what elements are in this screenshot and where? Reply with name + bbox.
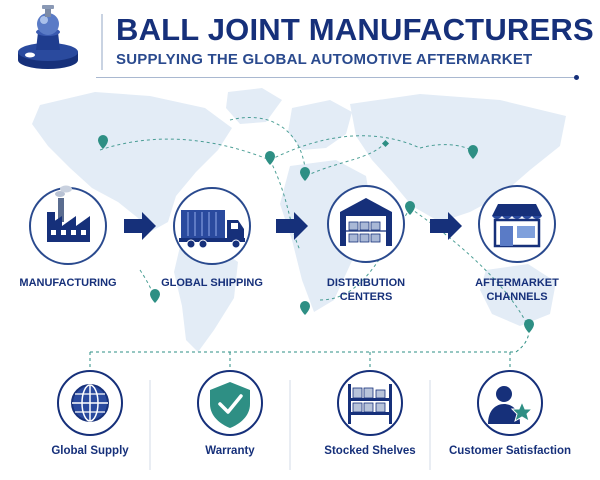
truck-icon [179, 210, 245, 249]
map-pin-icon [405, 201, 415, 215]
feature-label-customer-satisfaction: Customer Satisfaction [448, 445, 572, 457]
map-greenland [226, 88, 282, 124]
map-pin-icon [150, 289, 160, 303]
feature-warranty [197, 370, 263, 436]
flow-arrow-icon [124, 212, 156, 240]
globe-icon [71, 384, 109, 422]
map-south-america [174, 238, 238, 352]
map-pin-icon [300, 301, 310, 315]
feature-label-stocked-shelves: Stocked Shelves [324, 445, 416, 457]
stage-label-manufacturing: MANUFACTURING [19, 277, 117, 289]
feature-customer-satisfaction [477, 370, 543, 436]
map-pin-icon [300, 167, 310, 181]
stage-distribution-centers [327, 185, 405, 263]
map-pin-icon [468, 145, 478, 159]
stage-label-distribution-centers: DISTRIBUTION CENTERS [326, 277, 406, 303]
factory-icon [47, 185, 90, 242]
map-pin-icon [98, 135, 108, 149]
stage-label-global-shipping: GLOBAL SHIPPING [161, 277, 263, 289]
header-rule-dot [574, 75, 579, 80]
feature-label-global-supply: Global Supply [51, 445, 129, 457]
map-asia [350, 94, 566, 222]
page-title: BALL JOINT MANUFACTURERS [116, 12, 594, 47]
ball-joint-logo-icon [18, 5, 78, 69]
customer-star-icon [488, 386, 534, 424]
feature-label-warranty: Warranty [205, 445, 255, 457]
warehouse-icon [340, 198, 392, 246]
storefront-icon [492, 204, 542, 248]
feature-stocked-shelves [337, 370, 403, 436]
shield-check-icon [210, 382, 250, 428]
flow-arrow-icon [430, 212, 462, 240]
shelves-icon [348, 384, 392, 424]
header-divider [101, 14, 103, 70]
stage-global-shipping [173, 187, 251, 265]
map-europe [288, 100, 352, 150]
map-north-america [32, 92, 232, 232]
map-pin-icon [524, 319, 534, 333]
map-pin-icon [265, 151, 275, 165]
page-subtitle: SUPPLYING THE GLOBAL AUTOMOTIVE AFTERMAR… [116, 51, 533, 68]
stage-aftermarket-channels [478, 185, 556, 263]
feature-global-supply [57, 370, 123, 436]
header-rule [96, 77, 576, 78]
stage-label-aftermarket-channels: AFTERMARKET CHANNELS [475, 277, 559, 303]
stage-manufacturing [29, 185, 107, 265]
flow-arrow-icon [276, 212, 308, 240]
map-australia [480, 264, 556, 326]
